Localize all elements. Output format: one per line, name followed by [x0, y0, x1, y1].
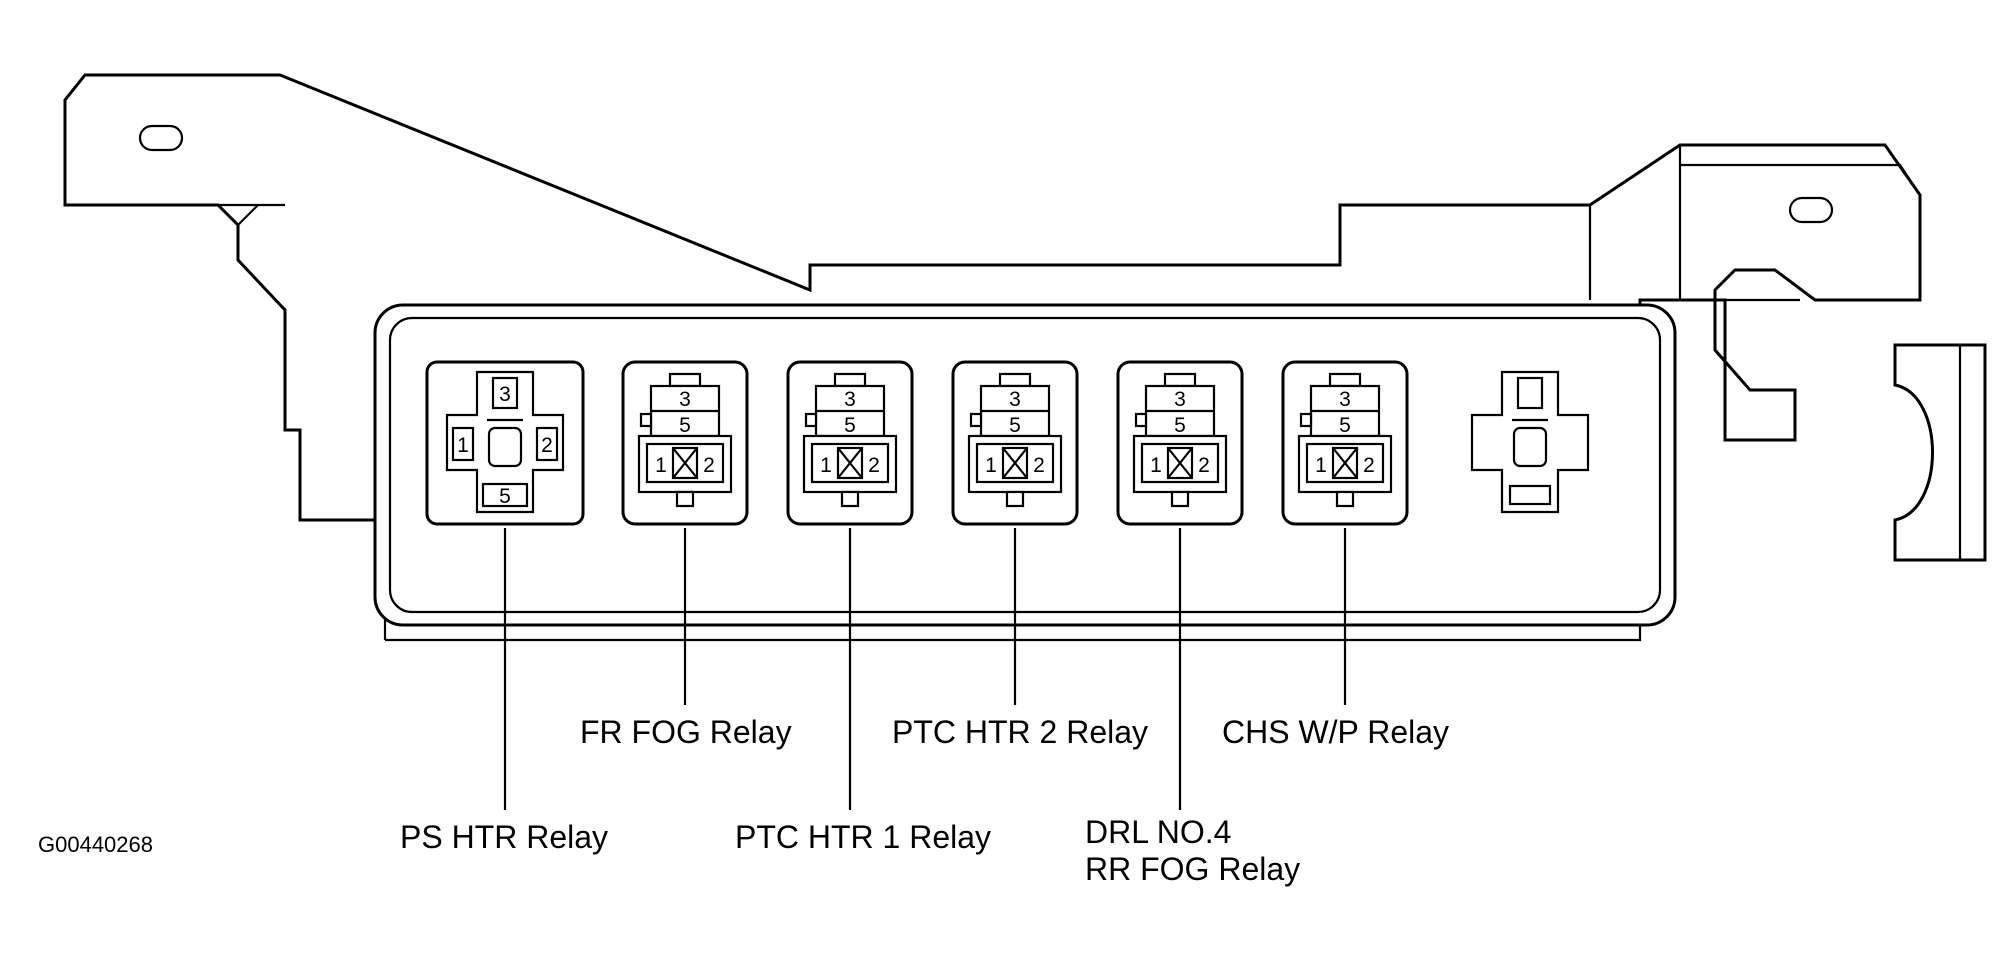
pin-label-2: 2 — [1033, 454, 1045, 477]
pin-label-5: 5 — [844, 414, 856, 437]
pin-label-1: 1 — [985, 454, 997, 477]
socket-latch — [1328, 372, 1362, 388]
pin-label-3: 3 — [679, 388, 691, 411]
socket-key — [639, 412, 653, 428]
pin-label-2: 2 — [703, 454, 715, 477]
center-cavity-cross — [837, 447, 863, 479]
label-drl-no4: DRL NO.4 — [1085, 814, 1231, 850]
relay-socket-drl-rr-fog: 3 51 2 — [1116, 360, 1244, 526]
pin-label-5: 5 — [679, 414, 691, 437]
socket-latch — [668, 372, 702, 388]
center-cavity-cross — [672, 447, 698, 479]
pin-label-5: 5 — [1339, 414, 1351, 437]
label-ps-htr-relay: PS HTR Relay — [400, 819, 608, 855]
socket-key — [1134, 412, 1148, 428]
pin-label-2: 2 — [868, 454, 880, 477]
socket-bottom-tab — [840, 490, 860, 508]
label-rr-fog-relay: RR FOG Relay — [1085, 851, 1300, 887]
socket-bottom-tab — [1170, 490, 1190, 508]
pin-label-1: 1 — [655, 454, 667, 477]
mounting-hole-right — [1788, 196, 1834, 224]
pin-label-top: 3 — [499, 383, 511, 406]
pin-label-1: 1 — [820, 454, 832, 477]
pin-label-bottom: 5 — [499, 485, 511, 508]
relay-socket-ps-htr: 3 1 2 5 — [425, 360, 585, 526]
relay-socket-chs-wp: 3 51 2 — [1281, 360, 1409, 526]
leader-lines — [503, 528, 1347, 810]
pin-label-5: 5 — [1009, 414, 1021, 437]
pin-label-1: 1 — [1315, 454, 1327, 477]
socket-bottom-tab — [1335, 490, 1355, 508]
pin-label-3: 3 — [1339, 388, 1351, 411]
pin-label-right: 2 — [541, 434, 553, 457]
socket-center-cavity — [487, 426, 523, 468]
center-cavity-cross — [1002, 447, 1028, 479]
mounting-hole-left — [138, 124, 184, 152]
socket-key — [804, 412, 818, 428]
pin-slot-top — [1516, 376, 1544, 410]
center-cavity-cross — [1167, 447, 1193, 479]
pin-slot-right — [535, 426, 559, 462]
pin-label-3: 3 — [1174, 388, 1186, 411]
socket-latch — [1163, 372, 1197, 388]
label-chs-wp-relay: CHS W/P Relay — [1222, 714, 1449, 750]
pin-slot-bottom — [481, 482, 529, 508]
pin-label-3: 3 — [1009, 388, 1021, 411]
label-ptc-htr-1-relay: PTC HTR 1 Relay — [735, 819, 991, 855]
side-clip — [1893, 343, 1987, 562]
pin-label-2: 2 — [1363, 454, 1375, 477]
socket-key — [969, 412, 983, 428]
relay-socket-ptc-htr-2: 3 51 2 — [951, 360, 1079, 526]
relay-socket-unlabeled — [1470, 370, 1590, 514]
socket-latch — [833, 372, 867, 388]
socket-center-cavity — [1512, 426, 1548, 468]
relay-socket-fr-fog: 3 51 2 — [621, 360, 749, 526]
label-ptc-htr-2-relay: PTC HTR 2 Relay — [892, 714, 1148, 750]
relay-block-inner-rim — [388, 316, 1662, 614]
pin-slot-left — [451, 426, 475, 462]
relay-socket-ptc-htr-1: 3 51 2 — [786, 360, 914, 526]
figure-reference-code: G00440268 — [38, 832, 153, 857]
pin-label-2: 2 — [1198, 454, 1210, 477]
pin-slot-top — [491, 376, 519, 410]
pin-label-5: 5 — [1174, 414, 1186, 437]
socket-bottom-tab — [1005, 490, 1025, 508]
socket-key — [1299, 412, 1313, 428]
pin-label-3: 3 — [844, 388, 856, 411]
pin-label-1: 1 — [1150, 454, 1162, 477]
center-cavity-cross — [1332, 447, 1358, 479]
socket-bottom-tab — [675, 490, 695, 508]
socket-latch — [998, 372, 1032, 388]
pin-slot-bottom — [1508, 484, 1552, 506]
label-fr-fog-relay: FR FOG Relay — [580, 714, 792, 750]
pin-label-left: 1 — [457, 434, 469, 457]
